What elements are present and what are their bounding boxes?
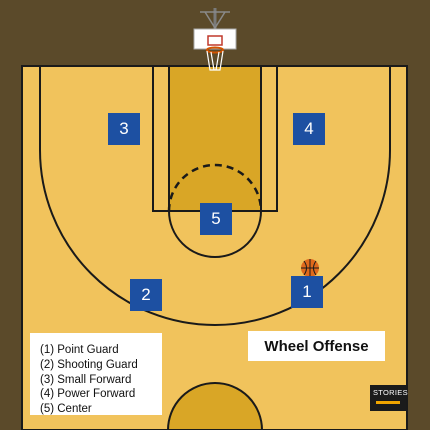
rim — [206, 46, 224, 54]
basketball-seams — [301, 259, 319, 277]
backboard-target — [207, 35, 223, 46]
legend-item: (1) Point Guard — [40, 344, 119, 356]
player-4-marker: 4 — [293, 113, 325, 145]
backboard — [193, 28, 237, 50]
logo-bar — [376, 401, 400, 404]
legend-item: (4) Power Forward — [40, 388, 136, 401]
logo-text: STORIES — [373, 388, 408, 397]
center-circle — [166, 382, 264, 430]
player-5-marker: 5 — [200, 203, 232, 235]
three-point-line — [39, 66, 391, 326]
legend: (1) Point Guard (2) Shooting Guard (3) S… — [30, 333, 162, 415]
player-2-marker: 2 — [130, 279, 162, 311]
hoop-brace — [200, 11, 230, 30]
legend-item: (2) Shooting Guard — [40, 358, 138, 371]
free-throw-circle-bottom — [168, 210, 262, 258]
inner-lane — [168, 65, 262, 212]
diagram-title: Wheel Offense — [248, 331, 385, 361]
net — [206, 50, 224, 71]
free-throw-circle-top — [167, 163, 263, 212]
player-1-marker: 1 — [291, 276, 323, 308]
player-3-marker: 3 — [108, 113, 140, 145]
stories-logo: STORIES — [370, 385, 408, 411]
legend-item: (3) Small Forward — [40, 373, 132, 386]
legend-item: (5) Center — [40, 403, 92, 416]
